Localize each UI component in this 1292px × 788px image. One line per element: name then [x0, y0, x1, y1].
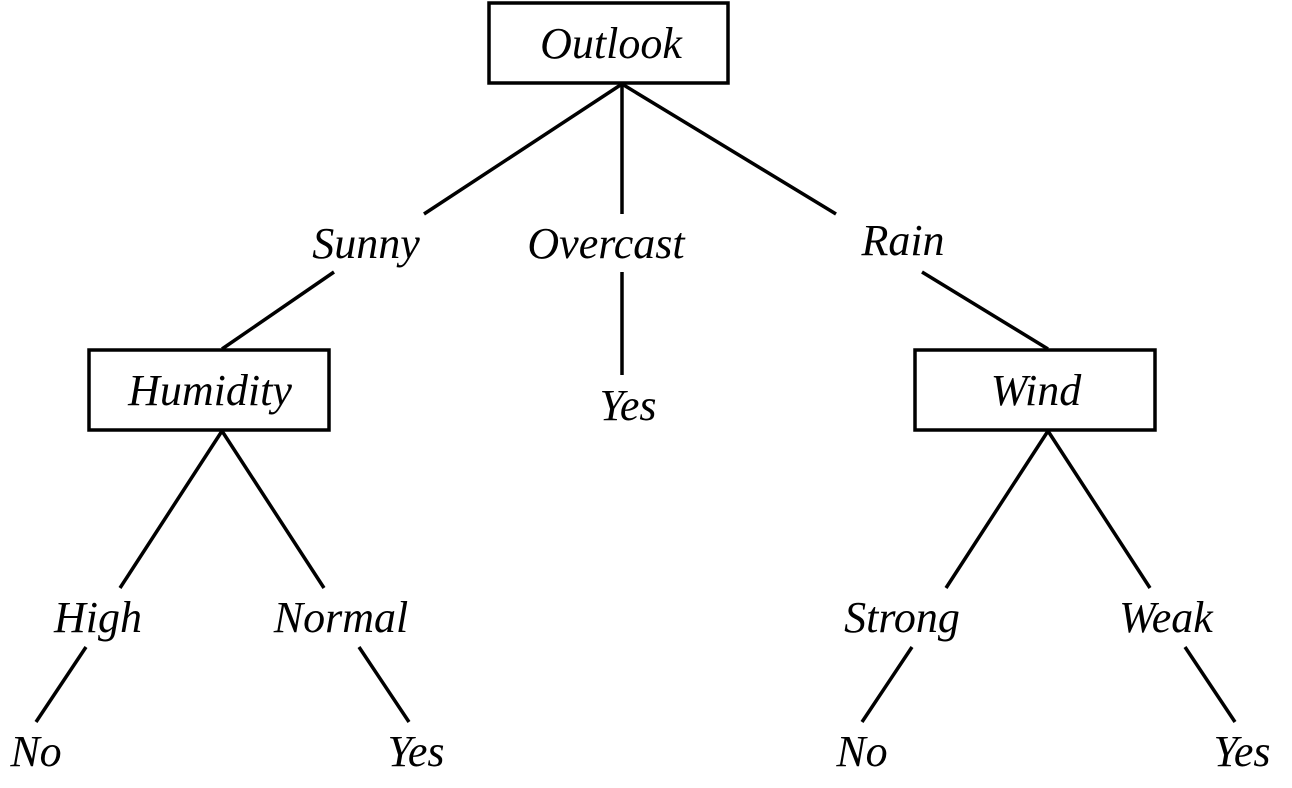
- node-wind-label: Wind: [991, 366, 1082, 415]
- branch-rain-label: Rain: [860, 216, 944, 265]
- edge-humidity-normal: [220, 430, 326, 589]
- node-outlook-box: [487, 1, 730, 85]
- edges-outlook: [423, 82, 837, 216]
- node-humidity-label: Humidity: [127, 366, 292, 415]
- edge-humidity-high: [118, 430, 224, 589]
- edge-weak-yes: [1183, 646, 1237, 723]
- edge-wind-strong: [944, 430, 1050, 589]
- edge-sunny-humidity: [221, 270, 335, 351]
- edge-wind-weak: [1046, 430, 1152, 589]
- leaf-normal-yes: Yes: [387, 727, 444, 776]
- edge-normal-yes: [357, 646, 411, 723]
- edge-outlook-rain: [621, 82, 837, 216]
- node-outlook-label: Outlook: [540, 19, 683, 68]
- leaf-overcast-yes: Yes: [599, 381, 656, 430]
- node-wind-box: [913, 348, 1157, 432]
- branch-strong-label: Strong: [844, 593, 960, 642]
- branch-high-label: High: [53, 593, 142, 642]
- leaf-high-no: No: [9, 727, 61, 776]
- branch-normal-label: Normal: [273, 593, 408, 642]
- branch-overcast-label: Overcast: [527, 219, 686, 268]
- branch-sunny-label: Sunny: [312, 219, 420, 268]
- node-humidity-box: [87, 348, 331, 432]
- edge-outlook-sunny: [423, 82, 623, 216]
- leaf-weak-yes: Yes: [1213, 727, 1270, 776]
- leaf-strong-no: No: [835, 727, 887, 776]
- edge-strong-no: [860, 646, 914, 723]
- branch-weak-label: Weak: [1119, 593, 1214, 642]
- edge-rain-wind: [921, 270, 1049, 351]
- edge-high-no: [34, 646, 88, 723]
